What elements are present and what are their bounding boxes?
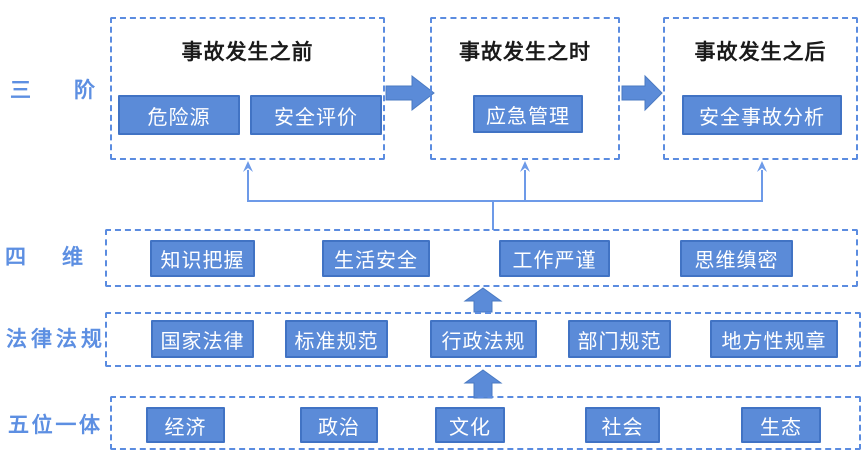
stage-connector-lines: [247, 170, 763, 230]
flow-arrow-up-icon: [463, 287, 503, 313]
node-culture: 文化: [435, 407, 505, 443]
node-national-law: 国家法律: [151, 320, 254, 358]
node-hazard-source: 危险源: [118, 95, 240, 135]
flow-arrow-right-icon: [621, 74, 663, 112]
node-administrative-regulations: 行政法规: [430, 320, 537, 358]
stage-row-label-char2: 阶: [74, 79, 95, 102]
stage-row-label-char1: 三: [10, 79, 31, 102]
law-row-box: [105, 312, 861, 367]
law-row-label: 法律法规: [6, 328, 102, 351]
stage-row-label: 三 阶: [10, 78, 95, 104]
flow-arrow-up-icon: [463, 369, 503, 399]
stage-box-during-title: 事故发生之时: [459, 41, 591, 64]
node-knowledge-grasp: 知识把握: [150, 240, 255, 277]
node-ecology: 生态: [741, 407, 821, 443]
node-society: 社会: [585, 407, 660, 443]
stage-box-before-title: 事故发生之前: [181, 41, 314, 64]
node-life-safety: 生活安全: [322, 240, 430, 277]
stage-box-after: [663, 17, 858, 160]
dimension-row-label-char2: 维: [62, 246, 83, 269]
node-accident-analysis: 安全事故分析: [682, 95, 842, 135]
node-standards-norms: 标准规范: [285, 320, 388, 358]
node-local-regulations: 地方性规章: [710, 320, 838, 358]
flow-arrow-right-icon: [385, 74, 435, 112]
dimension-row-box: [105, 229, 858, 287]
stage-box-before: [110, 17, 385, 160]
node-department-rules: 部门规范: [568, 320, 671, 358]
node-rigorous-work: 工作严谨: [499, 240, 610, 277]
connector-arrowheads: [243, 161, 767, 172]
five-in-one-row-box: [110, 396, 861, 450]
node-economy: 经济: [146, 407, 225, 443]
dimension-row-label-char1: 四: [5, 246, 26, 269]
five-in-one-row-label: 五位一体: [8, 414, 100, 437]
stage-box-after-title: 事故发生之后: [694, 41, 827, 64]
node-politics: 政治: [300, 407, 378, 443]
dimension-row-label: 四 维: [5, 245, 83, 271]
stage-box-during: [430, 17, 620, 160]
node-careful-thinking: 思维缜密: [680, 240, 793, 277]
node-safety-evaluation: 安全评价: [250, 95, 382, 135]
node-emergency-management: 应急管理: [473, 95, 583, 133]
